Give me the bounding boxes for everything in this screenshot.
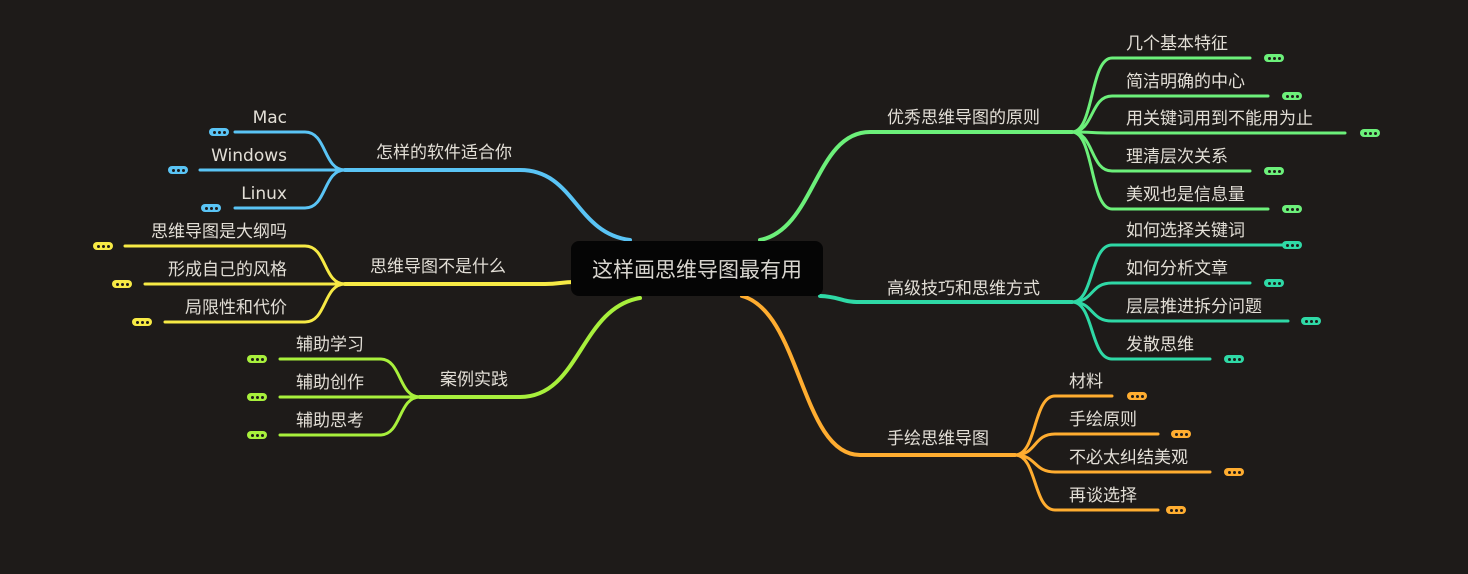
more-dots-icon[interactable] <box>1282 241 1302 249</box>
more-dots-icon[interactable] <box>247 431 267 439</box>
more-dots-icon[interactable] <box>112 280 132 288</box>
subtopic-connector <box>1070 130 1270 211</box>
branch-topic[interactable]: 案例实践 <box>440 370 508 390</box>
subtopic-connector <box>1070 130 1347 135</box>
subtopic[interactable]: 手绘原则 <box>1069 410 1137 430</box>
branch-connector <box>818 294 1074 304</box>
subtopic[interactable]: Linux <box>241 184 287 204</box>
more-dots-icon[interactable] <box>1224 355 1244 363</box>
subtopic-connector <box>233 168 347 210</box>
more-dots-icon[interactable] <box>201 204 221 212</box>
subtopic[interactable]: Windows <box>211 146 287 166</box>
subtopic[interactable]: 理清层次关系 <box>1126 147 1228 167</box>
more-dots-icon[interactable] <box>1224 468 1244 476</box>
subtopic[interactable]: 简洁明确的中心 <box>1126 72 1245 92</box>
subtopic[interactable]: 用关键词用到不能用为止 <box>1126 109 1313 129</box>
subtopic-connector <box>1070 300 1212 361</box>
central-topic[interactable]: 这样画思维导图最有用 <box>571 241 823 296</box>
more-dots-icon[interactable] <box>1127 392 1147 400</box>
subtopic[interactable]: 美观也是信息量 <box>1126 185 1245 205</box>
subtopic[interactable]: 不必太纠结美观 <box>1069 448 1188 468</box>
subtopic-connector <box>123 244 347 286</box>
more-dots-icon[interactable] <box>209 128 229 136</box>
more-dots-icon[interactable] <box>1264 54 1284 62</box>
branch-topic[interactable]: 思维导图不是什么 <box>370 257 506 277</box>
branch-connector <box>343 168 632 242</box>
subtopic[interactable]: 再谈选择 <box>1069 486 1137 506</box>
subtopic[interactable]: 形成自己的风格 <box>168 260 287 280</box>
branch-topic[interactable]: 怎样的软件适合你 <box>376 143 512 163</box>
more-dots-icon[interactable] <box>132 318 152 326</box>
subtopic[interactable]: 辅助思考 <box>296 411 364 431</box>
more-dots-icon[interactable] <box>1282 205 1302 213</box>
subtopic-connector <box>278 395 422 437</box>
branch-topic[interactable]: 高级技巧和思维方式 <box>887 279 1040 299</box>
branch-connector <box>758 130 1074 242</box>
subtopic[interactable]: 辅助学习 <box>296 335 364 355</box>
subtopic[interactable]: 如何选择关键词 <box>1126 221 1245 241</box>
more-dots-icon[interactable] <box>1171 430 1191 438</box>
subtopic-connector <box>278 357 422 399</box>
more-dots-icon[interactable] <box>247 393 267 401</box>
subtopic-connector <box>1070 56 1252 134</box>
more-dots-icon[interactable] <box>1166 506 1186 514</box>
more-dots-icon[interactable] <box>1264 279 1284 287</box>
more-dots-icon[interactable] <box>168 166 188 174</box>
more-dots-icon[interactable] <box>1282 92 1302 100</box>
subtopic-connector <box>1013 453 1160 512</box>
more-dots-icon[interactable] <box>93 242 113 250</box>
branch-connector <box>343 280 577 286</box>
subtopic[interactable]: 如何分析文章 <box>1126 259 1228 279</box>
more-dots-icon[interactable] <box>1301 317 1321 325</box>
subtopic[interactable]: 辅助创作 <box>296 373 364 393</box>
subtopic-connector <box>1013 394 1114 457</box>
subtopic-connector <box>233 130 347 172</box>
subtopic[interactable]: 思维导图是大纲吗 <box>151 222 287 242</box>
subtopic[interactable]: 发散思维 <box>1126 335 1194 355</box>
subtopic-connector <box>163 282 347 324</box>
subtopic[interactable]: Mac <box>252 108 287 128</box>
branch-connector <box>418 296 642 399</box>
more-dots-icon[interactable] <box>1264 167 1284 175</box>
more-dots-icon[interactable] <box>1360 129 1380 137</box>
branch-topic[interactable]: 手绘思维导图 <box>887 429 989 449</box>
subtopic[interactable]: 局限性和代价 <box>185 298 287 318</box>
subtopic[interactable]: 材料 <box>1069 372 1103 392</box>
branch-topic[interactable]: 优秀思维导图的原则 <box>887 108 1040 128</box>
more-dots-icon[interactable] <box>247 355 267 363</box>
subtopic-connector <box>1070 243 1284 304</box>
subtopic[interactable]: 几个基本特征 <box>1126 34 1228 54</box>
subtopic[interactable]: 层层推进拆分问题 <box>1126 297 1262 317</box>
branch-connector <box>740 294 1017 457</box>
